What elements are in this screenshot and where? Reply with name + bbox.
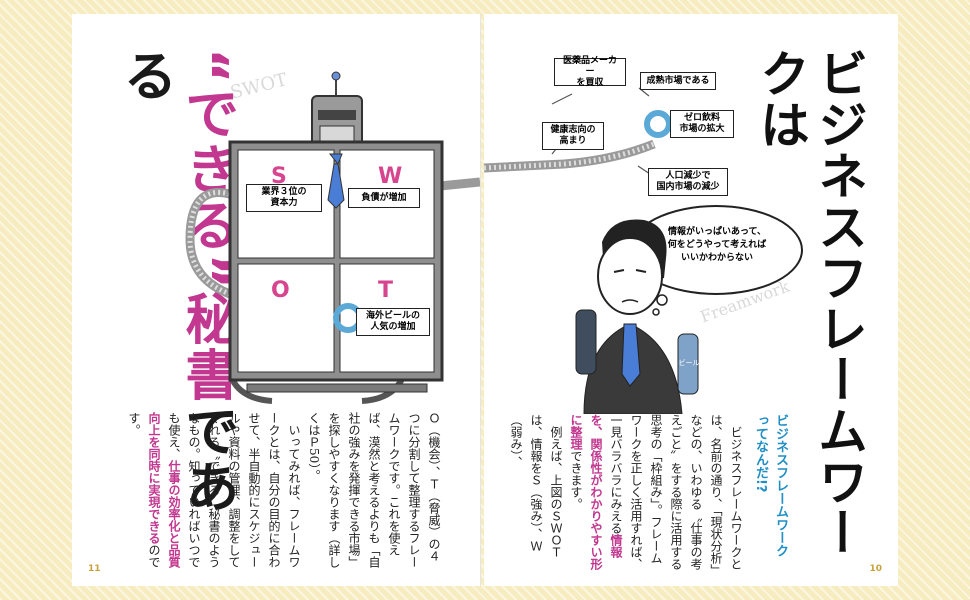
thought-bubble-text: 情報がいっぱいあって、 何をどうやって考えれば いいかわからない [667,227,767,263]
arm-and-person-illustration [484,87,803,414]
left-page: SWOT “できる”秘書である S W O T 業界３位の [72,14,481,586]
cell-threat: 海外ビールの 人気の増加 [356,308,430,336]
left-body-text: Ｏ（機会）、Ｔ（脅威）の４つに分割して整理するフレームワークです。これを使えば、… [127,412,441,568]
cell-strength: 業界３位の 資本力 [246,184,322,212]
emphasis-efficiency: 仕事の効率化と品質向上を同時に実現できる [147,412,181,568]
right-title: ビジネスフレームワークは [752,48,868,558]
swot-letter-o: O [271,278,290,303]
swot-letter-s: S [271,164,287,189]
bottle-label: ビール [678,359,700,367]
cell-weakness: 負債が増加 [348,188,420,208]
swot-letter-w: W [378,164,403,189]
robot-illustration [185,71,480,404]
page-number-right: 10 [869,564,882,574]
label-population-decline: 人口減少で 国内市場の減少 [648,168,728,196]
label-health-trend: 健康志向の 高まり [542,122,604,150]
swot-letter-t: T [378,278,394,303]
right-page: 医薬品メーカー を買収 成熟市場である 健康志向の 高まり ゼロ飲料 市場の拡大… [484,14,898,586]
label-acquire-pharma: 医薬品メーカー を買収 [554,56,626,88]
label-zero-drink: ゼロ飲料 市場の拡大 [670,110,734,138]
label-mature-market: 成熟市場である [640,72,716,90]
title-dearu: である [114,48,239,515]
sub-heading: ビジネスフレームワーク ってなんだ!? [753,414,788,557]
right-body-text: ビジネスフレームワークとは、名前の通り、「現状分析」などの、いわゆる〝仕事の考え… [509,414,743,570]
page-number-left: 11 [88,564,101,574]
emphasis-organize: 情報を、関係性がわかりやすい形に整理 [569,414,623,570]
